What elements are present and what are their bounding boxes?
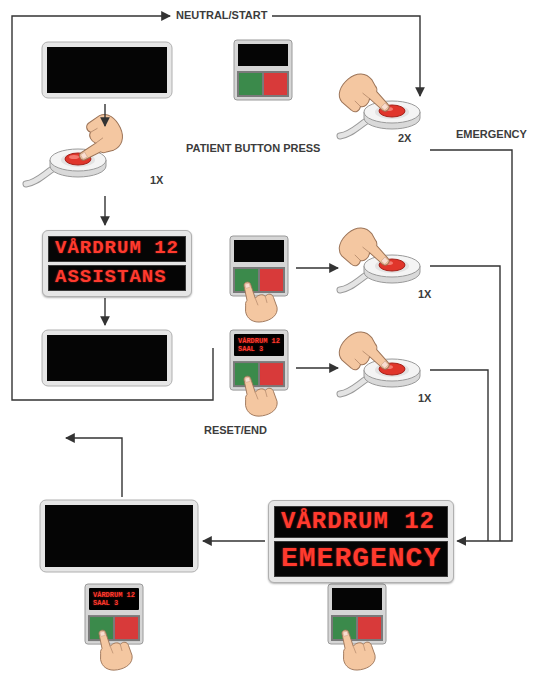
call-panel <box>85 584 143 644</box>
call-panel <box>238 44 288 66</box>
call-panel <box>239 73 262 95</box>
flow-label: PATIENT BUTTON PRESS <box>186 142 320 155</box>
call-panel <box>238 370 279 419</box>
panel-screen: VÅRDRUM 12SAAL 3 <box>234 334 284 356</box>
display-text: VÅRDRUM 12 <box>48 236 186 262</box>
flow-arrow <box>430 150 512 541</box>
led-display: VÅRDRUM 12 ASSISTANS <box>42 230 192 297</box>
call-panel <box>358 617 381 639</box>
call-panel <box>264 73 287 95</box>
patient-button <box>333 325 395 387</box>
blank-display <box>42 42 172 98</box>
patient-button <box>333 325 420 394</box>
call-panel <box>230 330 288 390</box>
flow-label: 1X <box>418 288 431 301</box>
display-text: EMERGENCY <box>274 541 448 577</box>
blank-display <box>47 47 167 93</box>
illustration <box>85 150 512 673</box>
blank-display <box>42 330 172 386</box>
call-panel <box>230 330 288 419</box>
call-panel <box>115 617 138 639</box>
patient-button <box>333 221 395 283</box>
call-panel <box>237 71 289 97</box>
patient-button <box>333 67 395 129</box>
flow-label: 2X <box>398 132 411 145</box>
call-panel <box>230 236 288 296</box>
call-panel <box>234 240 284 262</box>
flow-arrow <box>104 298 105 325</box>
call-panel <box>234 40 292 100</box>
call-panel <box>331 615 383 641</box>
call-panel <box>234 40 292 100</box>
flow-arrow <box>296 267 338 268</box>
flow-arrow <box>66 438 122 497</box>
call-panel <box>260 363 283 385</box>
patient-button <box>67 110 129 167</box>
call-panel <box>93 624 134 673</box>
call-panel <box>233 361 285 387</box>
blank-display <box>42 42 172 98</box>
blank-display <box>40 500 198 572</box>
patient-button <box>333 221 420 290</box>
led-display: VÅRDRUM 12EMERGENCY <box>268 500 454 583</box>
flow-arrow <box>12 16 420 497</box>
display-text: ASSISTANS <box>48 265 186 291</box>
blank-display <box>45 505 193 567</box>
flow-arrow <box>104 104 105 126</box>
display-text: VÅRDRUM 12 <box>274 506 448 538</box>
call-panel <box>85 584 143 673</box>
display-text: SAAL 3 <box>93 599 135 607</box>
display-text: VÅRDRUM 12 <box>238 337 280 345</box>
flow-arrow <box>272 16 420 96</box>
flow-arrow <box>12 16 213 400</box>
call-panel <box>332 588 382 610</box>
call-panel <box>260 269 283 291</box>
panel-screen: VÅRDRUM 12SAAL 3 <box>89 588 139 610</box>
call-panel <box>230 236 288 325</box>
flow-arrow <box>296 367 338 368</box>
display-text: SAAL 3 <box>238 345 280 353</box>
flow-label: 1X <box>418 392 431 405</box>
blank-display <box>42 330 172 386</box>
call-panel <box>336 624 377 673</box>
flow-label: 1X <box>150 174 163 187</box>
call-panel <box>328 584 386 644</box>
flow-arrow <box>104 196 105 225</box>
display-text: VÅRDRUM 12 <box>93 591 135 599</box>
call-panel <box>88 615 140 641</box>
blank-display <box>47 335 167 381</box>
patient-button <box>333 67 420 136</box>
blank-display <box>40 500 198 572</box>
call-panel <box>328 584 386 673</box>
flow-label: NEUTRAL/START <box>176 9 267 22</box>
patient-button <box>26 110 128 184</box>
call-panel <box>233 267 285 293</box>
flow-label: RESET/END <box>204 424 267 437</box>
flow-label: EMERGENCY <box>456 128 527 141</box>
flow-arrow <box>203 540 265 541</box>
call-panel <box>238 276 279 325</box>
